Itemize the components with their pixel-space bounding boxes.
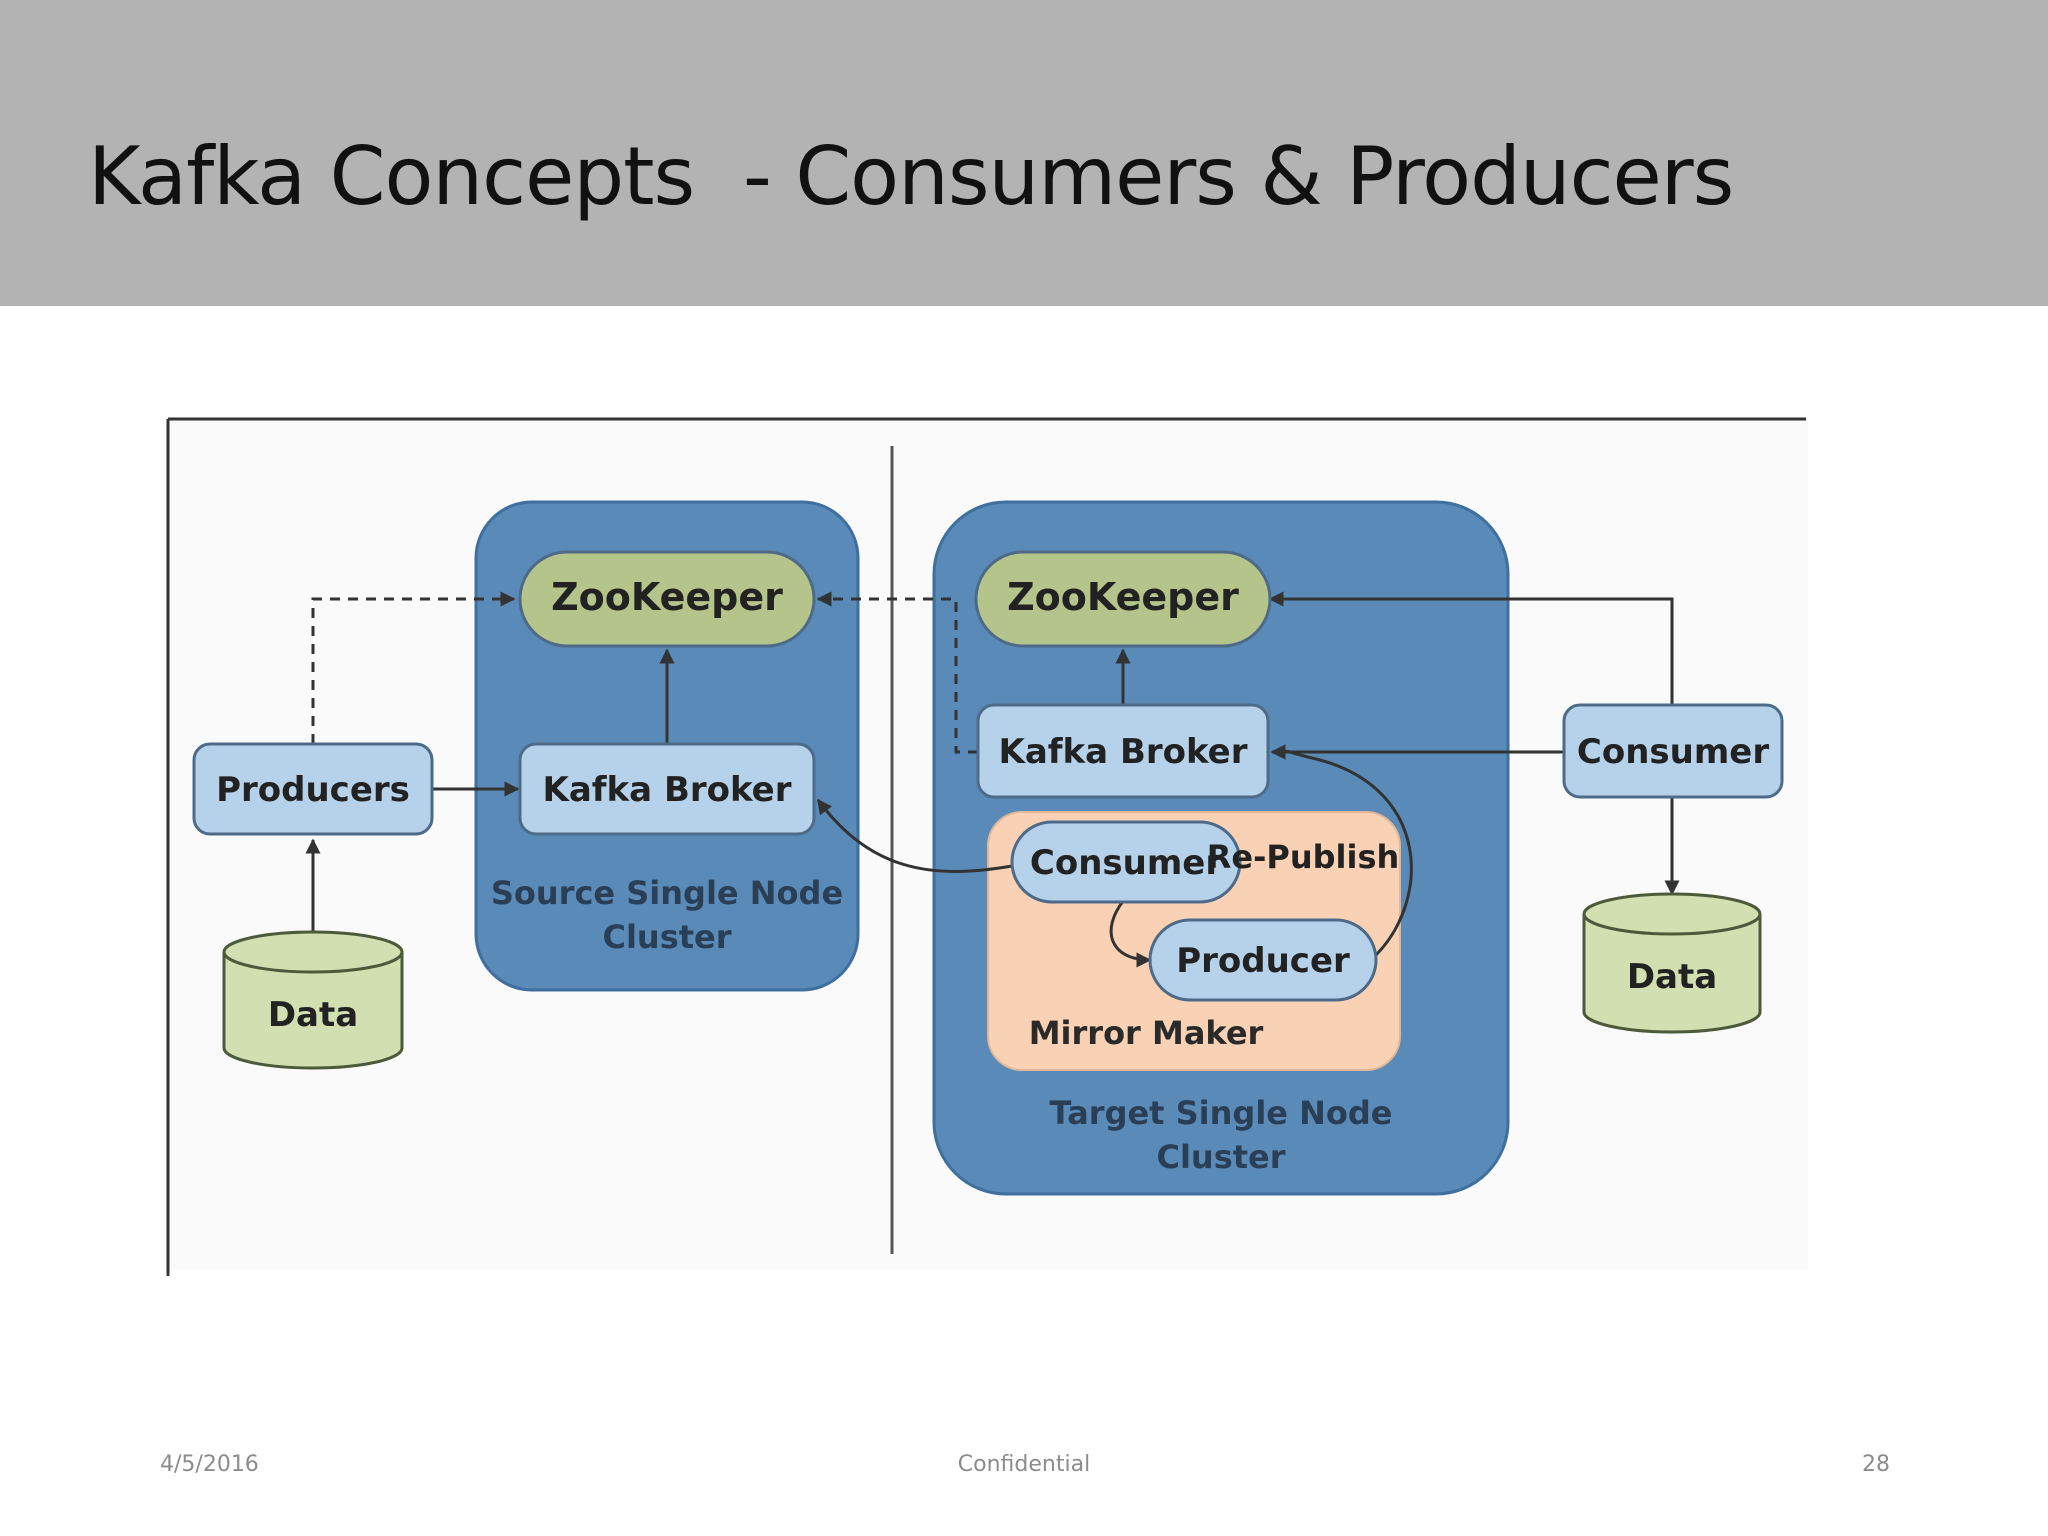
target-zookeeper-label: ZooKeeper <box>1007 575 1239 619</box>
source-zookeeper-label: ZooKeeper <box>551 575 783 619</box>
source-cluster-caption-line1: Source Single Node <box>491 874 843 912</box>
mirror-maker-label: Mirror Maker <box>1029 1014 1264 1052</box>
data-right-cylinder <box>1582 892 1762 1034</box>
producers-to-zookeeper-dashed-line <box>311 591 516 744</box>
footer-page-number: 28 <box>1862 1452 1890 1477</box>
slide-title: Kafka Concepts - Consumers & Producers <box>88 130 1734 223</box>
title-bar <box>0 0 2048 306</box>
source-cluster-caption-line2: Cluster <box>602 918 731 956</box>
producers-node <box>192 742 434 836</box>
target-cluster-caption-line2: Cluster <box>1156 1138 1285 1176</box>
mirror-consumer-to-source-broker-line <box>816 798 1013 873</box>
republish-label: Re-Publish <box>1207 838 1400 876</box>
consumer-right-label: Consumer <box>1577 732 1769 772</box>
source-zookeeper-node <box>518 550 816 648</box>
target-cluster-caption-line1: Target Single Node <box>1049 1094 1392 1132</box>
mirror-producer-node <box>1148 918 1378 1002</box>
mirror-consumer-label: Consumer <box>1030 843 1222 883</box>
mirror-consumer-to-producer-arrow <box>1109 899 1152 968</box>
target-broker-node <box>976 703 1270 799</box>
source-broker-node <box>518 742 816 836</box>
consumer-right-node <box>1562 703 1784 799</box>
target-broker-label: Kafka Broker <box>998 732 1247 772</box>
mirror-consumer-node <box>1010 820 1242 904</box>
footer-date: 4/5/2016 <box>160 1452 259 1477</box>
data-left-label: Data <box>268 995 358 1035</box>
target-broker-to-source-zookeeper-dashed-line <box>816 591 978 754</box>
consumer-to-target-zookeeper-line <box>1268 591 1674 705</box>
target-zookeeper-node <box>974 550 1272 648</box>
producers-label: Producers <box>216 770 410 810</box>
data-right-label: Data <box>1627 957 1717 997</box>
footer-confidential: Confidential <box>957 1452 1091 1477</box>
data-left-cylinder <box>222 930 404 1070</box>
source-broker-label: Kafka Broker <box>542 770 791 810</box>
mirror-producer-label: Producer <box>1176 941 1350 981</box>
